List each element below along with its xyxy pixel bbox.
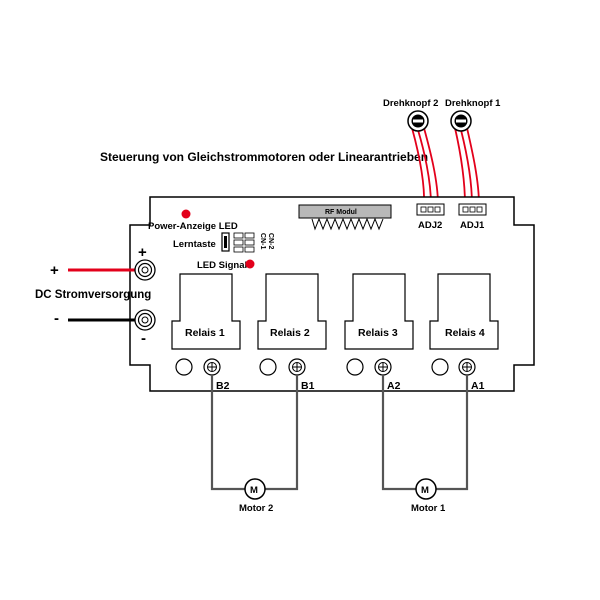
power-supply-label: DC Stromversorgung — [35, 289, 151, 301]
relay-3: Relais 3 — [344, 273, 414, 350]
relay-3-label: Relais 3 — [358, 327, 398, 339]
motor-1-wiring — [381, 375, 469, 491]
knob2-wires — [411, 127, 439, 206]
knob2-icon — [407, 110, 429, 132]
terminal-b1-label: B1 — [301, 380, 315, 392]
motor-2-icon: M — [244, 478, 266, 500]
cn2-label: CN-2 — [267, 233, 274, 249]
power-led-icon — [181, 209, 191, 219]
power-led-label: Power-Anzeige LED — [148, 221, 238, 232]
knob1-icon — [450, 110, 472, 132]
motor-1-label: Motor 1 — [411, 503, 446, 514]
adj2-label: ADJ2 — [418, 220, 442, 231]
power-plus-sign: + — [50, 262, 59, 279]
learn-button-knob-icon — [224, 236, 227, 248]
jumper-block — [233, 232, 255, 253]
relay-2-label: Relais 2 — [270, 327, 310, 339]
power-terminal-minus-icon — [134, 309, 156, 331]
terminal-b2-label: B2 — [216, 380, 230, 392]
relay-4-label: Relais 4 — [445, 327, 485, 339]
cn1-label: CN-1 — [259, 233, 266, 249]
terminal-a1-label: A1 — [471, 380, 485, 392]
knob1-label: Drehknopf 1 — [445, 98, 501, 109]
motor-2-symbol: M — [250, 485, 258, 496]
knob1-wires — [454, 127, 480, 206]
learn-button-label: Lerntaste — [173, 239, 216, 250]
board-plus-sign: + — [138, 244, 147, 261]
output-terminals — [175, 358, 476, 376]
adj2-connector — [416, 203, 445, 216]
adj1-label: ADJ1 — [460, 220, 485, 231]
rf-module-label: RF Modul — [325, 209, 357, 216]
relay-1: Relais 1 — [171, 273, 241, 350]
relay-4: Relais 4 — [429, 273, 499, 350]
motor-2-wiring — [210, 375, 299, 491]
power-terminal-plus-icon — [134, 259, 156, 281]
diagram-title: Steuerung von Gleichstrommotoren oder Li… — [100, 150, 428, 164]
relay-2: Relais 2 — [257, 273, 327, 350]
power-minus-sign: - — [54, 310, 59, 327]
motor-2-label: Motor 2 — [239, 503, 273, 514]
adj1-connector — [458, 203, 487, 216]
signal-led-icon — [245, 259, 255, 269]
board-minus-sign: - — [141, 330, 146, 347]
led-signal-label: LED Signal — [197, 260, 247, 271]
motor-1-symbol: M — [421, 485, 429, 496]
terminal-a2-label: A2 — [387, 380, 401, 392]
knob2-label: Drehknopf 2 — [383, 98, 438, 109]
antenna-coil-icon — [311, 217, 384, 231]
relay-1-label: Relais 1 — [185, 327, 225, 339]
motor-1-icon: M — [415, 478, 437, 500]
rf-module — [298, 204, 392, 219]
